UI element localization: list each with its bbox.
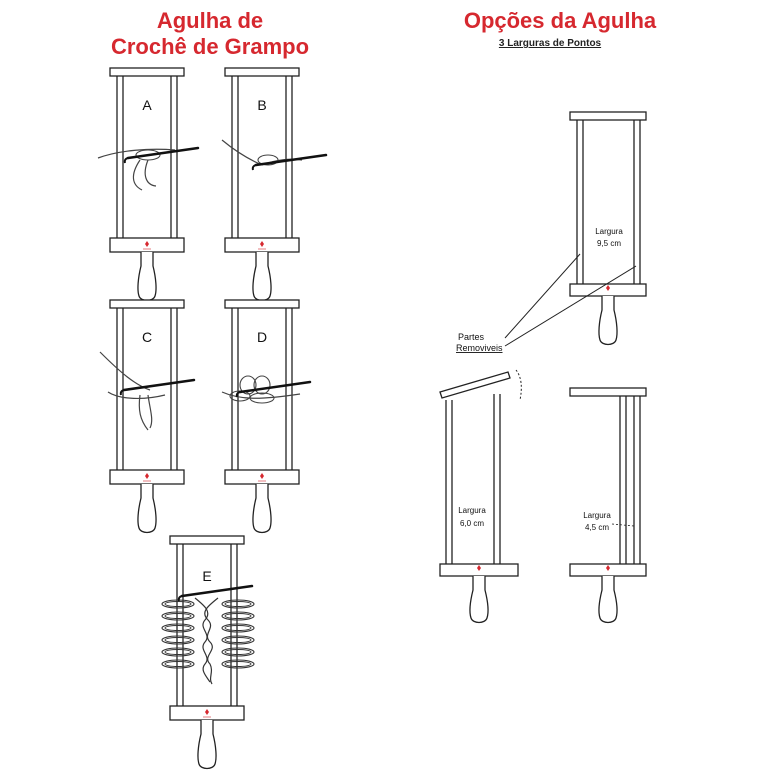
width-label-60-value: 6,0 cm bbox=[460, 519, 484, 528]
loom-width-45: Largura 4,5 cm bbox=[569, 387, 647, 624]
width-label-45-value: 4,5 cm bbox=[585, 523, 609, 532]
loom-width-95: Largura 9,5 cm bbox=[569, 111, 647, 346]
width-label-60-title: Largura bbox=[458, 506, 486, 515]
leader-line-2 bbox=[504, 265, 637, 347]
loom-step-c: C bbox=[99, 299, 196, 534]
loom-step-e: E bbox=[161, 535, 255, 770]
left-title: Agulha de Crochê de Grampo bbox=[80, 8, 340, 60]
width-label-95-title: Largura bbox=[595, 227, 623, 236]
left-title-line-1: Agulha de bbox=[156, 8, 264, 33]
step-label-d: D bbox=[257, 329, 267, 345]
loom-step-a: A bbox=[97, 67, 200, 302]
loom-step-b: B bbox=[221, 67, 328, 302]
loom-step-d: D bbox=[221, 299, 312, 534]
parts-label-line-1: Partes bbox=[458, 332, 485, 342]
step-label-e: E bbox=[202, 568, 211, 584]
right-title: Opções da Agulha bbox=[463, 8, 657, 33]
width-label-95-value: 9,5 cm bbox=[597, 239, 621, 248]
parts-label-line-2: Removiveis bbox=[456, 343, 503, 353]
loom-width-60: Largura 6,0 cm bbox=[439, 369, 522, 624]
right-subtitle: 3 Larguras de Pontos bbox=[498, 38, 602, 49]
leader-line-1 bbox=[504, 253, 581, 339]
width-label-45-title: Largura bbox=[583, 511, 611, 520]
step-label-c: C bbox=[142, 329, 152, 345]
step-label-a: A bbox=[142, 97, 152, 113]
left-title-line-2: Crochê de Grampo bbox=[110, 34, 310, 59]
step-label-b: B bbox=[257, 97, 266, 113]
